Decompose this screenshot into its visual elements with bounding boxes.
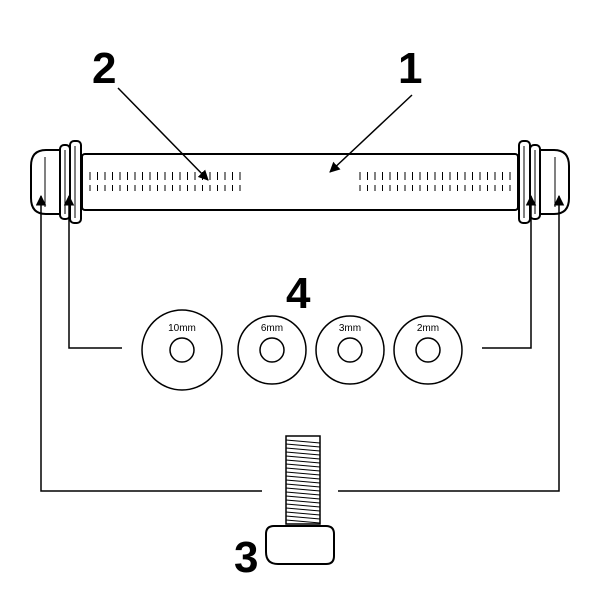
bolt-head	[265, 525, 335, 565]
leader-arrow-1	[329, 94, 413, 173]
thread-line	[285, 515, 321, 520]
guide-line-left-bolt	[35, 194, 262, 492]
axle-tube	[81, 153, 519, 211]
thread-line	[285, 499, 321, 504]
thread-line	[285, 495, 321, 500]
callout-number-2: 2	[92, 44, 116, 93]
axle	[30, 140, 570, 224]
guide-line-left-spacer	[63, 194, 122, 349]
spacer-3mm: 3mm	[315, 315, 385, 385]
thread-line	[285, 483, 321, 488]
thread-line	[285, 487, 321, 492]
scale-ticks-right	[359, 172, 511, 191]
thread-line	[285, 455, 321, 460]
scale-ticks-left	[89, 172, 241, 191]
callout-number-3: 3	[234, 533, 258, 582]
thread-line	[285, 459, 321, 464]
thread-line	[285, 463, 321, 468]
thread-line	[285, 451, 321, 456]
thread-line	[285, 491, 321, 496]
spacer-6mm: 6mm	[237, 315, 307, 385]
thread-line	[285, 443, 321, 448]
spacer-2mm: 2mm	[393, 315, 463, 385]
bolt-threads	[285, 439, 321, 524]
thread-line	[285, 447, 321, 452]
thread-line	[285, 439, 321, 444]
spacer-10mm: 10mm	[141, 309, 223, 391]
thread-line	[285, 471, 321, 476]
thread-line	[285, 519, 321, 524]
spacer-label-10mm: 10mm	[168, 323, 196, 334]
callout-number-1: 1	[398, 44, 422, 93]
bolt	[265, 435, 335, 565]
thread-line	[285, 511, 321, 516]
thread-line	[285, 467, 321, 472]
leader-arrow-2	[117, 87, 209, 181]
thread-line	[285, 475, 321, 480]
spacer-label-2mm: 2mm	[417, 323, 439, 334]
callout-number-4: 4	[286, 269, 311, 318]
spacer-label-6mm: 6mm	[261, 323, 283, 334]
thread-line	[285, 479, 321, 484]
guide-line-right-spacer	[482, 194, 537, 349]
spacer-label-3mm: 3mm	[339, 323, 361, 334]
thread-line	[285, 503, 321, 508]
thread-line	[285, 507, 321, 512]
guide-line-right-bolt	[338, 194, 565, 492]
